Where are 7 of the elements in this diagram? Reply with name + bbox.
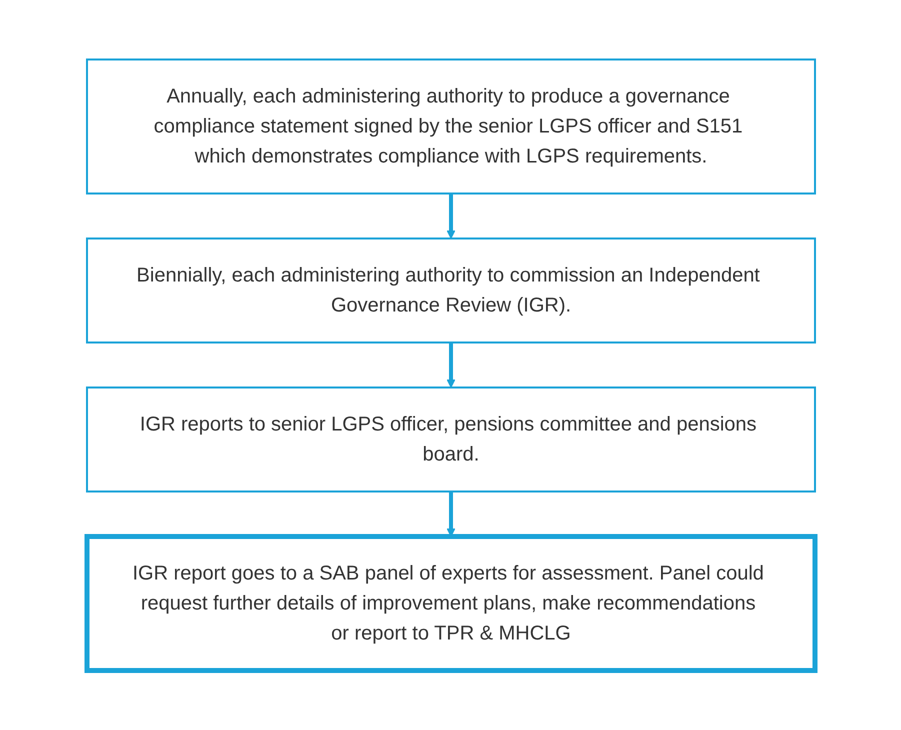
node-box: IGR reports to senior LGPS officer, pensions committee and pensions board. (86, 386, 816, 492)
arrow (446, 342, 455, 388)
node-box: IGR report goes to a SAB panel of experts for assessment. Panel could request further details of improvement plans, make recommendations or report to TPR & MHCLG (84, 534, 817, 673)
node-box: Biennially, each administering authority to commission an Independent Governance Review (IGR). (86, 238, 816, 344)
arrow (446, 194, 455, 239)
node-box: Annually, each administering authority to produce a governance compliance statement signed by the senior LGPS officer and S151 which demonstrates compliance with LGPS requirements. (86, 58, 816, 194)
arrow (446, 492, 455, 537)
